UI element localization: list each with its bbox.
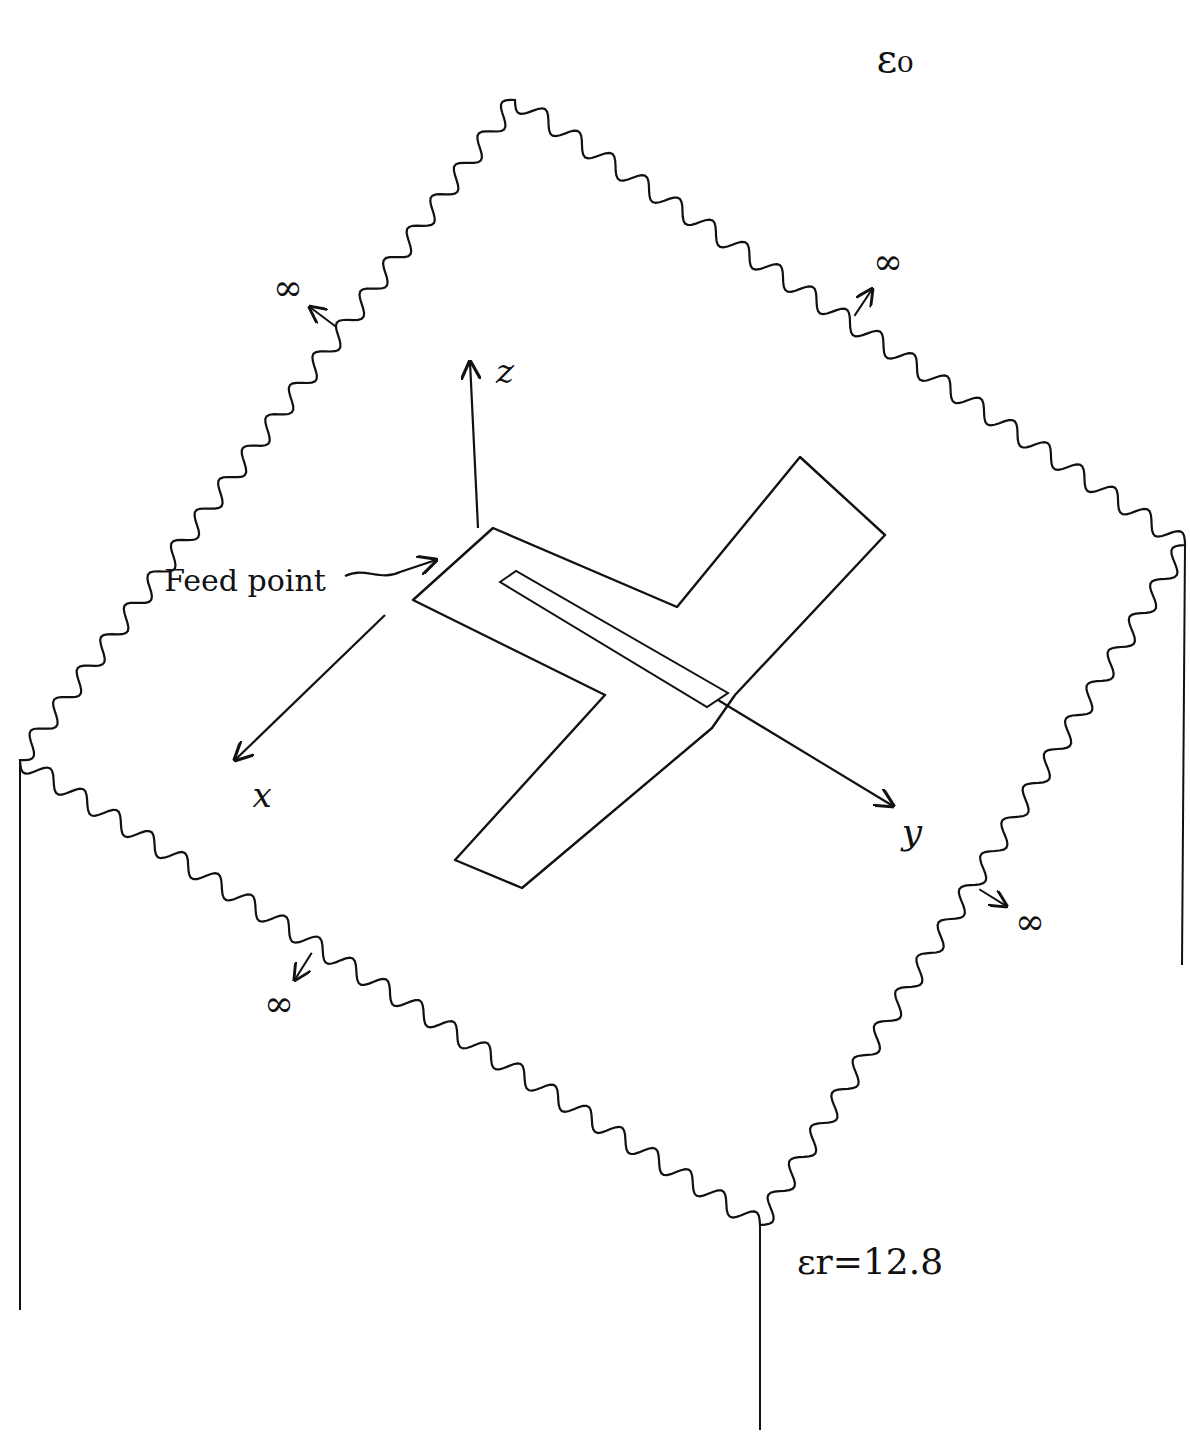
feed-pointer — [345, 560, 436, 576]
x-axis — [235, 615, 385, 760]
permittivity-label: ε₀ — [877, 36, 914, 80]
antenna-patch — [413, 457, 885, 888]
callout-label: Feed point — [164, 564, 326, 597]
infinity-label: ∞ — [264, 984, 294, 1024]
z-axis — [470, 362, 478, 528]
infinity-arrow — [310, 307, 336, 326]
infinity-label: ∞ — [873, 242, 903, 282]
substrate-edge — [759, 1225, 761, 1430]
infinity-arrow — [854, 289, 872, 316]
substrate-edge — [19, 760, 21, 1310]
axis-label: y — [902, 812, 922, 852]
infinity-arrow — [979, 889, 1006, 906]
infinity-label: ∞ — [1015, 902, 1045, 942]
substrate-edge — [1182, 545, 1185, 965]
y-axis — [718, 700, 893, 806]
antenna-slot — [500, 571, 728, 707]
permittivity-label: εr=12.8 — [797, 1242, 943, 1282]
infinity-label: ∞ — [273, 268, 303, 308]
axis-label: z — [496, 353, 514, 390]
axis-label: x — [252, 777, 271, 814]
infinity-arrow — [295, 953, 312, 980]
substrate-boundary — [20, 100, 1185, 1225]
